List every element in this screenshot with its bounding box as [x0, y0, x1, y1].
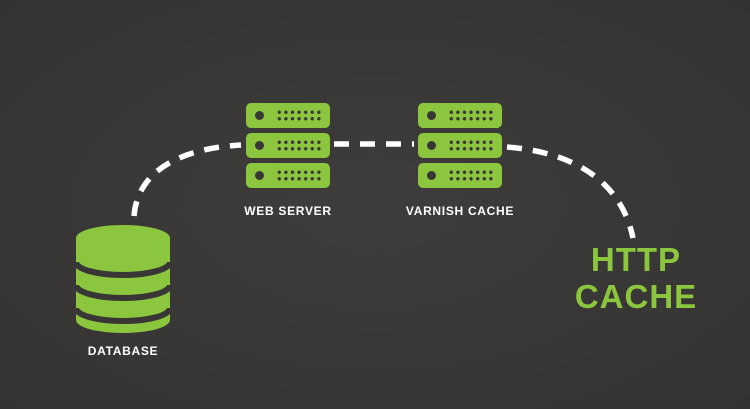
database-icon	[74, 225, 172, 333]
server-vent-grid-icon	[276, 109, 322, 122]
server-power-dot-icon	[255, 111, 264, 120]
server-vent-grid-icon	[276, 139, 322, 152]
server-unit-icon	[418, 163, 502, 188]
server-power-dot-icon	[427, 171, 436, 180]
server-power-dot-icon	[255, 141, 264, 150]
web-server-label: WEB SERVER	[244, 204, 332, 218]
server-vent-grid-icon	[448, 139, 494, 152]
http-cache-line1: HTTP	[590, 241, 682, 278]
varnish-cache-label: VARNISH CACHE	[405, 204, 515, 218]
http-cache-text: HTTP CACHE	[566, 241, 706, 316]
server-unit-icon	[246, 163, 330, 188]
http-cache-line2: CACHE	[574, 277, 698, 315]
server-vent-grid-icon	[448, 169, 494, 182]
database-label: DATABASE	[87, 344, 159, 358]
server-vent-grid-icon	[276, 169, 322, 182]
server-power-dot-icon	[255, 171, 264, 180]
server-unit-icon	[418, 133, 502, 158]
connector-database-webserver	[131, 142, 242, 217]
web-server-stack-icon	[246, 103, 330, 193]
server-unit-icon	[246, 103, 330, 128]
connector-varnish-httpcache	[506, 144, 636, 239]
server-power-dot-icon	[427, 111, 436, 120]
server-vent-grid-icon	[448, 109, 494, 122]
server-unit-icon	[418, 103, 502, 128]
varnish-cache-stack-icon	[418, 103, 502, 193]
server-unit-icon	[246, 133, 330, 158]
server-power-dot-icon	[427, 141, 436, 150]
